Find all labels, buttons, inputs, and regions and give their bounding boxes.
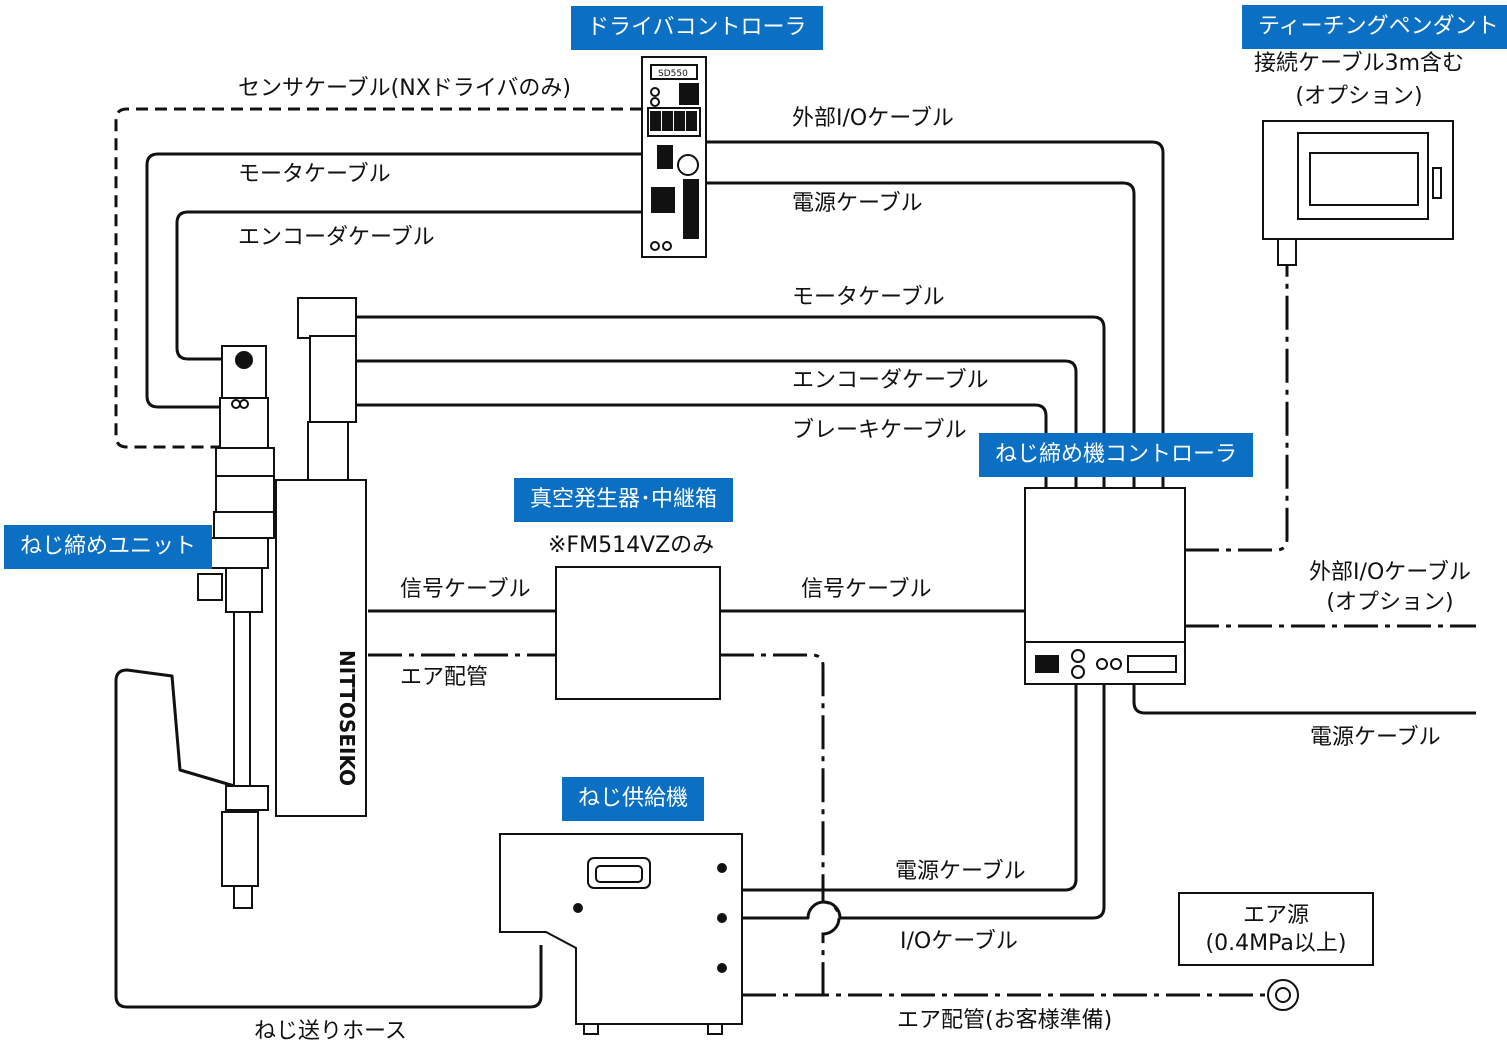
encoder-cable-mid-line <box>357 359 1078 488</box>
label-encoder-cable-mid: エンコーダケーブル <box>792 368 989 393</box>
tag-screw-unit: ねじ締めユニット <box>4 525 213 569</box>
label-signal-cable-right: 信号ケーブル <box>801 577 932 602</box>
air-source-symbol <box>1267 979 1299 1011</box>
svg-text:SD550: SD550 <box>658 69 688 79</box>
tag-vacuum-relay: 真空発生器･中継箱 <box>514 478 734 522</box>
brake-cable-line <box>357 403 1048 488</box>
label-motor-cable-mid: モータケーブル <box>792 285 945 310</box>
screw-controller-device <box>1024 487 1186 685</box>
air-pipe-vacuum-line <box>720 653 841 995</box>
label-pendant-cable-2: (オプション) <box>1295 84 1423 109</box>
label-pendant-cable-1: 接続ケーブル3m含む <box>1253 51 1465 76</box>
label-ext-io-cable-top: 外部I/Oケーブル <box>792 106 954 131</box>
sensor-cable-line <box>114 107 642 449</box>
power-cable-right-line <box>1132 684 1476 715</box>
label-air-pipe-left: エア配管 <box>400 665 489 690</box>
label-signal-cable-left: 信号ケーブル <box>400 577 531 602</box>
label-ext-io-option-2: (オプション) <box>1326 590 1454 615</box>
label-fm-note: ※FM514VZのみ <box>548 533 715 558</box>
motor-cable-left-line <box>145 152 642 409</box>
label-brake-cable: ブレーキケーブル <box>792 418 967 443</box>
air-source-pressure: (0.4MPa以上) <box>1205 931 1347 956</box>
label-power-cable-feeder: 電源ケーブル <box>895 859 1026 884</box>
air-source-box: エア源 (0.4MPa以上) <box>1178 892 1374 966</box>
label-air-pipe-customer: エア配管(お客様準備) <box>897 1008 1113 1033</box>
tag-screw-feeder: ねじ供給機 <box>562 777 705 821</box>
air-source-title: エア源 <box>1242 903 1309 928</box>
label-encoder-cable-left: エンコーダケーブル <box>238 225 435 250</box>
motor-cable-mid-line <box>357 315 1106 488</box>
label-io-cable-feeder: I/Oケーブル <box>900 929 1018 954</box>
label-sensor-cable: センサケーブル(NXドライバのみ) <box>238 76 571 101</box>
encoder-cable-left-line <box>175 210 642 361</box>
label-power-cable-right: 電源ケーブル <box>1310 725 1441 750</box>
driver-controller-device: SD550 <box>641 56 707 258</box>
power-cable-feeder-line <box>742 684 1078 892</box>
label-ext-io-option-1: 外部I/Oケーブル <box>1309 560 1471 585</box>
label-screw-hose: ねじ送りホース <box>254 1019 407 1044</box>
teaching-pendant-device <box>1262 120 1454 266</box>
power-cable-top-line <box>705 181 1136 488</box>
vacuum-relay-box <box>555 566 721 700</box>
pendant-cable-line <box>1185 264 1289 552</box>
screw-unit-device: NITTOSEIKO <box>197 297 367 909</box>
tag-teaching-pendant: ティーチングペンダント <box>1242 5 1507 49</box>
tag-driver-controller: ドライバコントローラ <box>571 6 823 50</box>
label-motor-cable-left: モータケーブル <box>238 162 391 187</box>
label-power-cable-top: 電源ケーブル <box>792 191 923 216</box>
screw-feeder-device <box>499 833 743 1035</box>
tag-screw-controller: ねじ締め機コントローラ <box>979 433 1254 477</box>
brand-text: NITTOSEIKO <box>335 650 359 786</box>
ext-io-cable-top-line <box>705 140 1165 488</box>
